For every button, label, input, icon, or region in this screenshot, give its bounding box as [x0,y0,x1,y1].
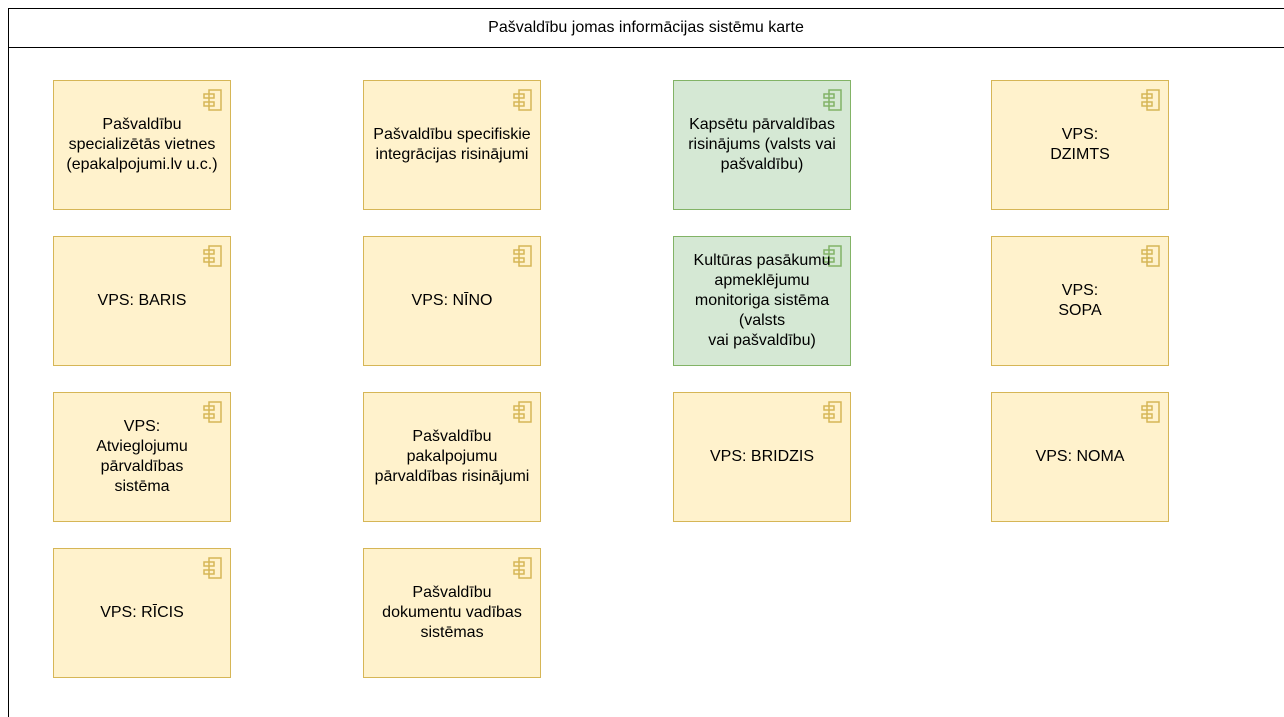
component-icon [203,245,222,267]
component-box[interactable]: Kapsētu pārvaldības risinājums (valsts v… [673,80,851,210]
component-icon [823,401,842,423]
component-label: VPS: Atvieglojumu pārvaldības sistēma [96,418,188,495]
component-label: Pašvaldību pakalpojumu pārvaldības risin… [374,428,530,485]
component-label: Pašvaldību specializētās vietnes (epakal… [66,116,218,173]
component-label: VPS: NĪNO [411,292,493,309]
component-box[interactable]: Pašvaldību dokumentu vadības sistēmas [363,548,541,678]
component-label: VPS: NOMA [1035,448,1125,465]
component-label: VPS: BARIS [97,292,187,309]
component-box[interactable]: VPS: BARIS [53,236,231,366]
component-icon [513,245,532,267]
component-label: VPS: SOPA [1058,282,1102,319]
component-box[interactable]: Kultūras pasākumu apmeklējumu monitoriga… [673,236,851,366]
component-box[interactable]: VPS: DZIMTS [991,80,1169,210]
component-box[interactable]: Pašvaldību specializētās vietnes (epakal… [53,80,231,210]
component-icon [513,557,532,579]
diagram-title: Pašvaldību jomas informācijas sistēmu ka… [8,8,1284,48]
component-icon [513,89,532,111]
component-icon [1141,89,1160,111]
component-label: Pašvaldību dokumentu vadības sistēmas [382,584,522,641]
component-label: VPS: RĪCIS [100,604,184,621]
component-box[interactable]: Pašvaldību specifiskie integrācijas risi… [363,80,541,210]
component-box[interactable]: VPS: BRIDZIS [673,392,851,522]
component-icon [203,401,222,423]
component-icon [513,401,532,423]
component-box[interactable]: VPS: RĪCIS [53,548,231,678]
component-box[interactable]: VPS: SOPA [991,236,1169,366]
component-icon [1141,245,1160,267]
component-label: Kapsētu pārvaldības risinājums (valsts v… [688,116,836,173]
component-box[interactable]: Pašvaldību pakalpojumu pārvaldības risin… [363,392,541,522]
component-icon [203,557,222,579]
component-label: Kultūras pasākumu apmeklējumu monitoriga… [693,252,831,349]
component-icon [823,245,842,267]
component-box[interactable]: VPS: Atvieglojumu pārvaldības sistēma [53,392,231,522]
component-icon [1141,401,1160,423]
component-icon [203,89,222,111]
component-label: VPS: DZIMTS [1050,126,1110,163]
diagram-frame [8,8,1284,717]
component-label: Pašvaldību specifiskie integrācijas risi… [373,126,531,163]
component-label: VPS: BRIDZIS [709,448,815,465]
component-box[interactable]: VPS: NĪNO [363,236,541,366]
component-icon [823,89,842,111]
component-box[interactable]: VPS: NOMA [991,392,1169,522]
